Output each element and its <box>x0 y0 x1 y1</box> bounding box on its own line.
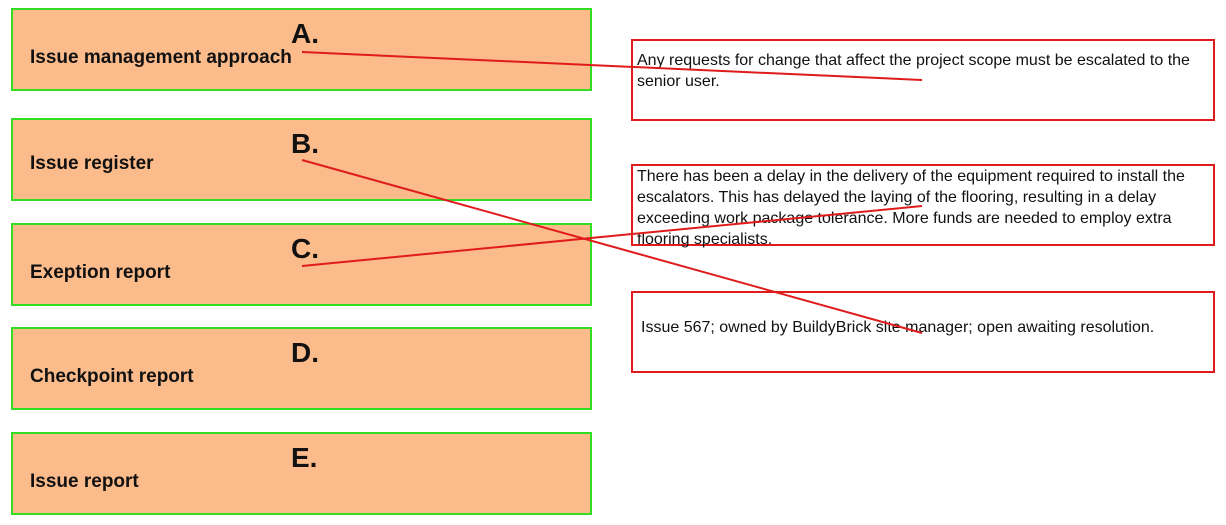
option-letter: B. <box>291 128 319 159</box>
option-letter: A. <box>291 18 319 49</box>
description-box-3[interactable]: Issue 567; owned by BuildyBrick site man… <box>631 291 1215 373</box>
option-label: Exeption report <box>30 262 171 283</box>
option-label: Issue report <box>30 471 139 492</box>
option-label: Issue management approach <box>30 47 292 68</box>
option-letter: C. <box>291 233 319 264</box>
option-box-c[interactable]: C. Exeption report <box>11 223 592 306</box>
option-box-b[interactable]: B. Issue register <box>11 118 592 201</box>
description-text: Issue 567; owned by BuildyBrick site man… <box>641 319 1155 336</box>
option-label: Checkpoint report <box>30 366 194 387</box>
option-label: Issue register <box>30 153 154 174</box>
option-letter: E. <box>291 442 318 473</box>
description-box-2[interactable]: There has been a delay in the delivery o… <box>631 164 1215 248</box>
description-text: Any requests for change that affect the … <box>637 52 1190 90</box>
option-box-e[interactable]: E. Issue report <box>11 432 592 515</box>
description-text: There has been a delay in the delivery o… <box>637 168 1185 248</box>
option-box-d[interactable]: D. Checkpoint report <box>11 327 592 410</box>
option-letter: D. <box>291 337 319 368</box>
description-box-1[interactable]: Any requests for change that affect the … <box>631 39 1215 121</box>
option-box-a[interactable]: A. Issue management approach <box>11 8 592 91</box>
